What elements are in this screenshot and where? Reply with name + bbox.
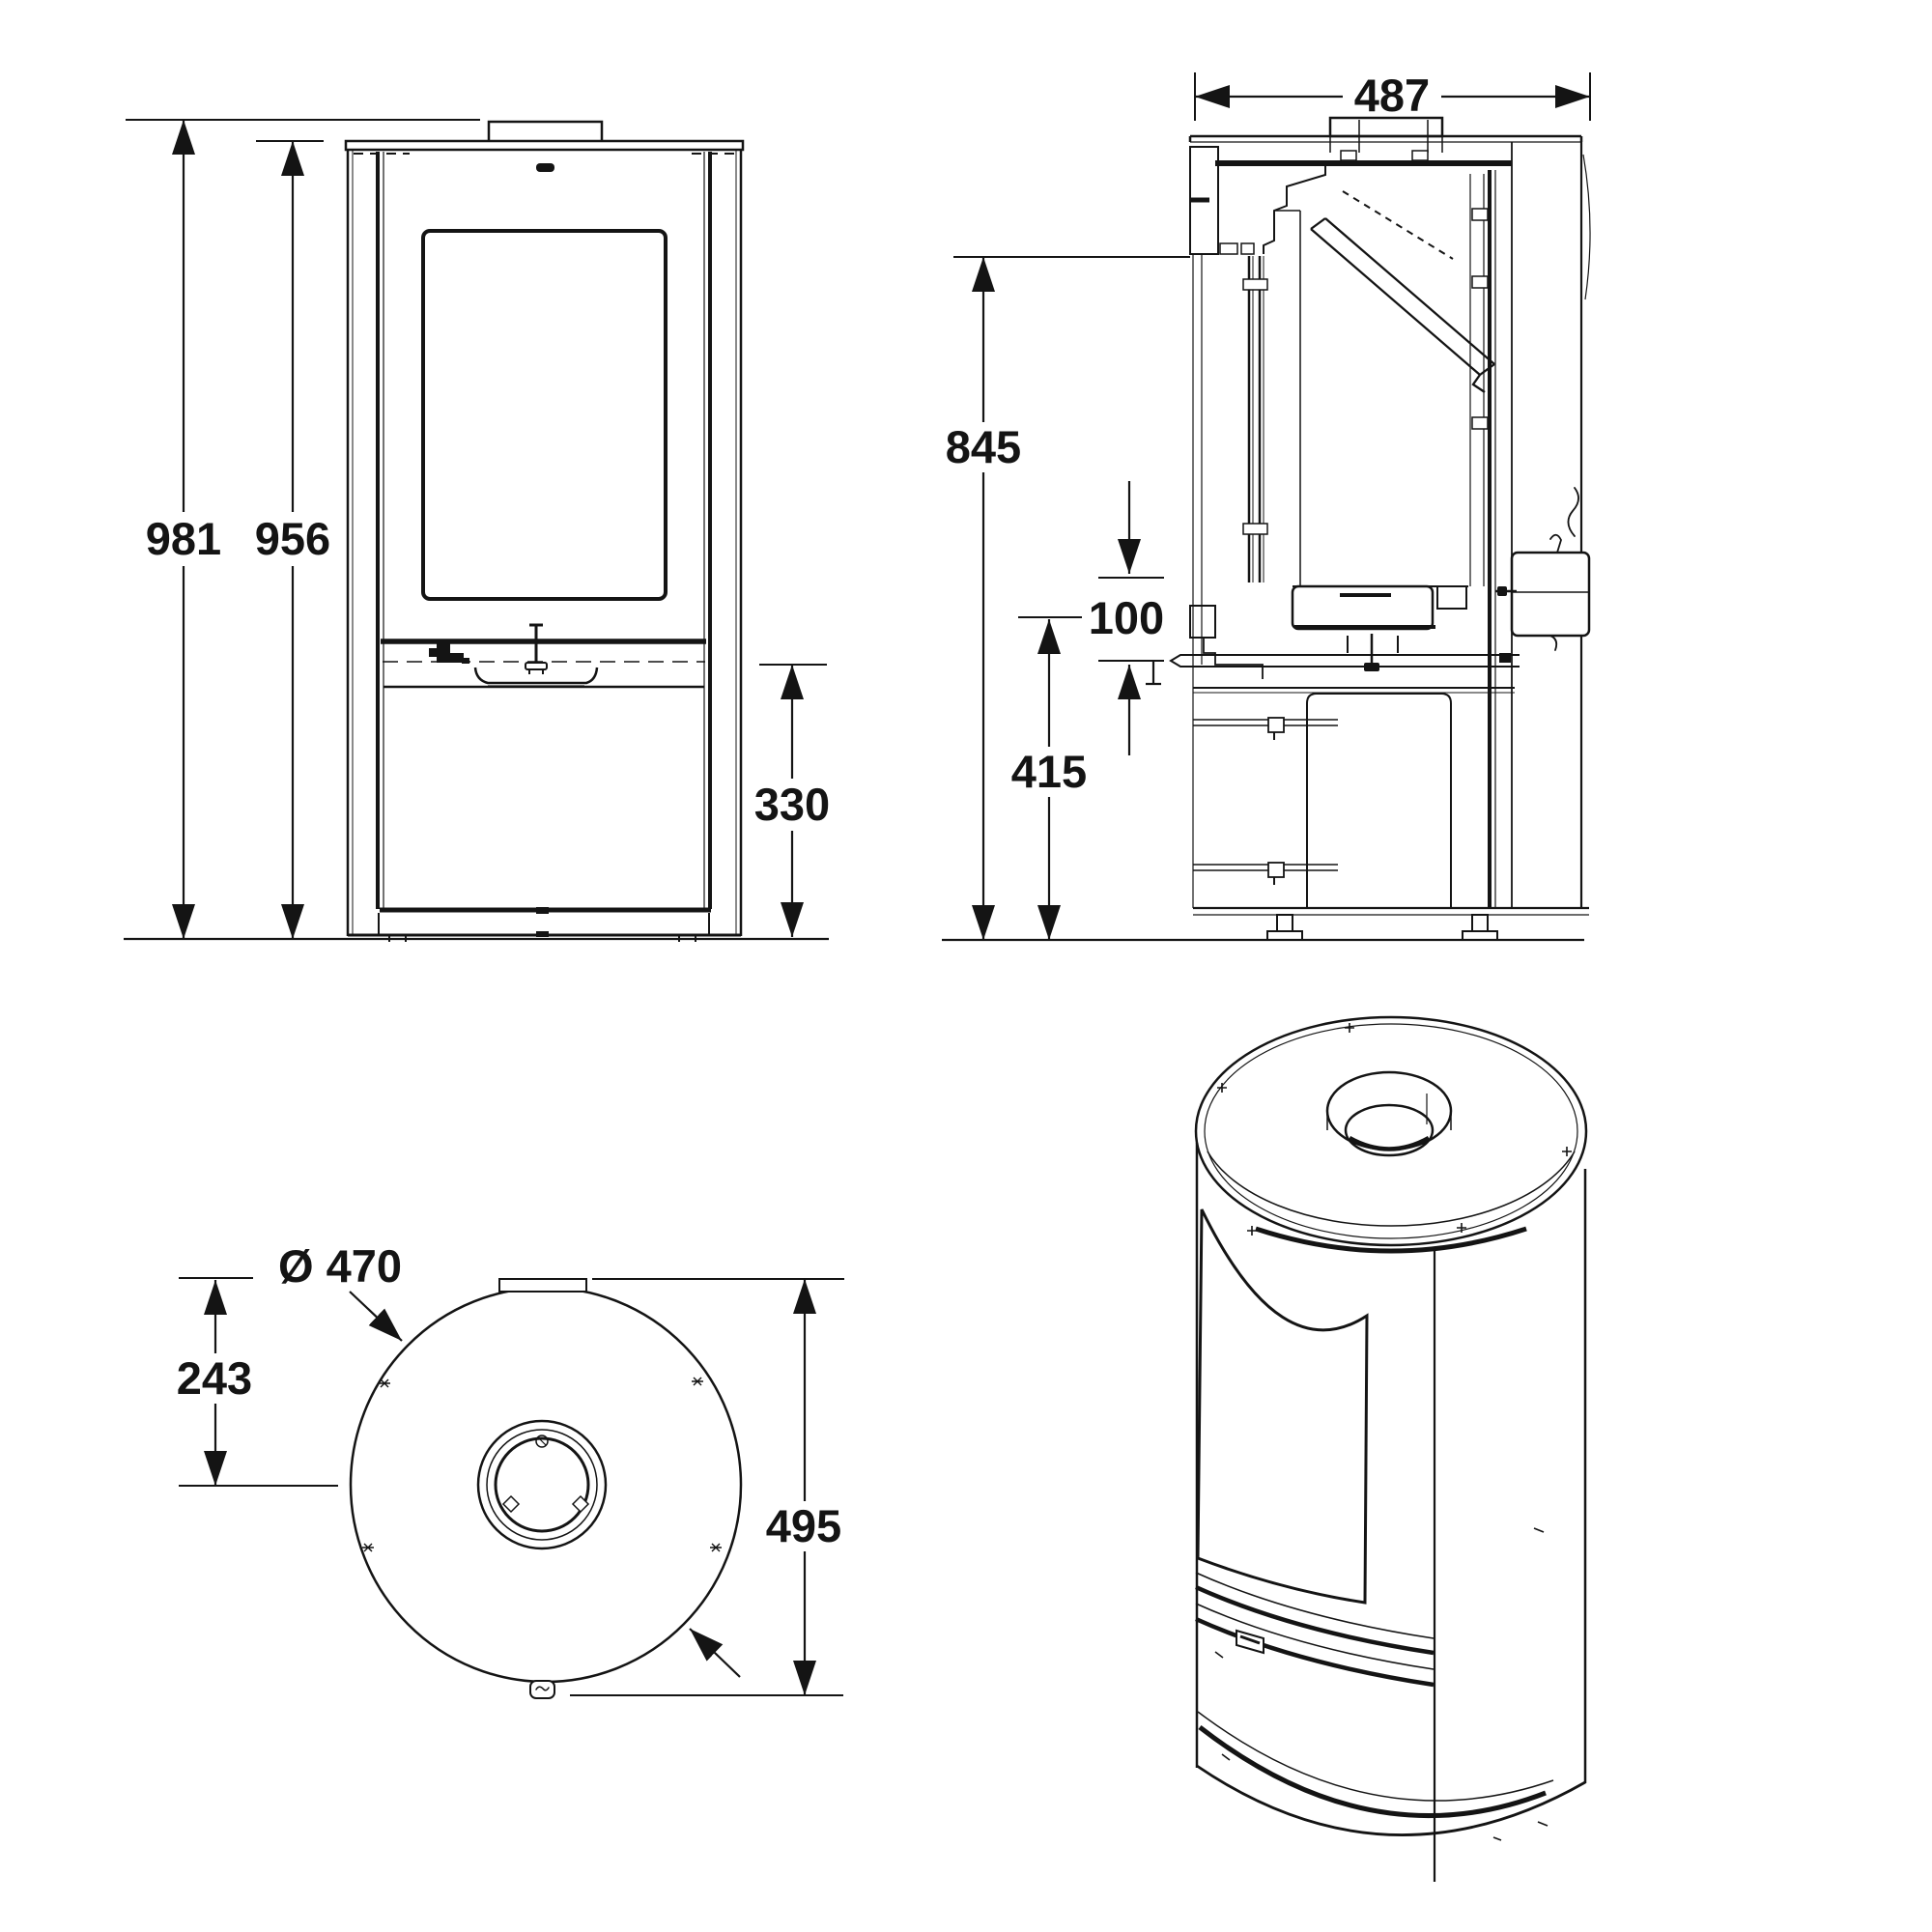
front-base-recess-sides (378, 913, 710, 934)
dim-label-495: 495 (766, 1500, 841, 1551)
top-view: 243 495 Ø 470 (177, 1240, 844, 1699)
front-handle-pin (529, 623, 543, 665)
section-glass-clip-upper (1242, 278, 1268, 291)
section-back-break-mark (1567, 487, 1579, 537)
iso-top-plate-inner-ellipse (1204, 1023, 1578, 1239)
top-flue-screw (535, 1435, 549, 1448)
diameter-leader-arrow (349, 1291, 403, 1342)
section-firebox-back-liner (1469, 174, 1485, 586)
top-flue-mid-ring (486, 1429, 598, 1541)
front-base-tab (536, 931, 549, 937)
top-view-pointer-arrow (689, 1628, 741, 1678)
dim-ref-100-ticks (1098, 577, 1164, 662)
isometric-view (1194, 1015, 1588, 1882)
top-body-circle (349, 1286, 743, 1684)
front-latch-mark (536, 163, 554, 172)
section-flue-collar (1328, 116, 1444, 138)
top-plate-screw-marks (362, 1377, 722, 1552)
front-body-inner-edges (352, 150, 737, 936)
section-view: 487 845 100 415 (942, 70, 1591, 942)
section-flue-pipe-walls (1329, 120, 1443, 153)
dim-label-487: 487 (1354, 70, 1430, 121)
iso-bottom-trim-upper (1197, 1711, 1554, 1802)
front-view: 981 956 330 (124, 119, 830, 942)
iso-rim-front-accent (1255, 1226, 1527, 1254)
iso-flue-collar (1325, 1070, 1453, 1157)
iso-rim-band (1207, 1151, 1576, 1227)
top-front-handle-tab (529, 1680, 555, 1699)
section-front-lip (1169, 654, 1520, 668)
front-handle-pin-feet (528, 669, 544, 674)
dim-label-diameter: Ø 470 (278, 1240, 402, 1292)
section-tray-step (1436, 585, 1467, 610)
section-air-slot-1 (1219, 242, 1238, 255)
section-air-deflector (1263, 164, 1326, 254)
iso-bottom-trim-accent (1198, 1725, 1547, 1819)
section-glass-clip-lower (1242, 523, 1268, 535)
top-flue-outer-ring (476, 1419, 608, 1550)
section-air-slot-2 (1240, 242, 1255, 255)
iso-top-plate-ellipse (1194, 1015, 1588, 1247)
iso-bottom-outline (1196, 1764, 1586, 1836)
section-tray-legs (1347, 636, 1399, 653)
top-flue-clip-left (501, 1494, 521, 1514)
section-pedestal-drum (1306, 693, 1452, 908)
front-handle-pin-base (525, 662, 548, 670)
dim-label-330: 330 (754, 779, 830, 830)
front-top-plate (344, 139, 745, 152)
section-rail-upper (1193, 717, 1338, 740)
iso-plate-screw-marks (1217, 1023, 1572, 1236)
dim-label-415: 415 (1011, 746, 1087, 797)
section-foot-left (1266, 914, 1303, 941)
section-back-clip-3 (1471, 416, 1489, 430)
section-back-clip-2 (1471, 275, 1489, 289)
section-rear-air-box (1510, 551, 1591, 638)
section-latch-box (1189, 605, 1216, 639)
dim-label-981: 981 (146, 513, 221, 564)
dim-label-243: 243 (177, 1352, 252, 1404)
section-upper-baffle-dashed (1342, 190, 1454, 260)
front-door-glass-window (421, 229, 668, 601)
section-rear-box-hooks (1549, 533, 1562, 651)
section-back-curve (1582, 154, 1591, 300)
top-rear-tab (498, 1278, 587, 1293)
front-bottom-trim-tab (536, 907, 549, 914)
iso-door-glass (1196, 1208, 1369, 1605)
section-front-frame-step (1203, 638, 1264, 679)
section-lip-bolt (1499, 653, 1511, 663)
front-handle-tray (473, 667, 599, 685)
front-hinge-hardware (429, 643, 469, 664)
section-back-clip-1 (1471, 208, 1489, 221)
section-rail-lower (1193, 862, 1338, 885)
section-door-handle-pin (1146, 661, 1161, 686)
section-collar-foot-right (1411, 150, 1429, 161)
section-collar-foot-left (1340, 150, 1357, 161)
section-foot-right (1462, 914, 1498, 941)
dim-label-100: 100 (1089, 592, 1164, 643)
dim-label-845: 845 (946, 421, 1021, 472)
section-rear-box-bolt-head (1497, 586, 1507, 596)
iso-surface-marks (1214, 1527, 1548, 1841)
top-flue-clip-right (571, 1494, 590, 1514)
top-flue-opening (494, 1436, 590, 1533)
dim-label-956: 956 (255, 513, 330, 564)
section-ash-tray (1291, 584, 1435, 631)
section-deflector-step (1274, 210, 1301, 224)
iso-handle-tab (1236, 1629, 1264, 1655)
iso-handle-strip (1195, 1572, 1435, 1688)
front-flue-collar (487, 120, 604, 144)
section-baffle-plate (1310, 217, 1495, 393)
front-body-outer-edges (346, 150, 743, 936)
